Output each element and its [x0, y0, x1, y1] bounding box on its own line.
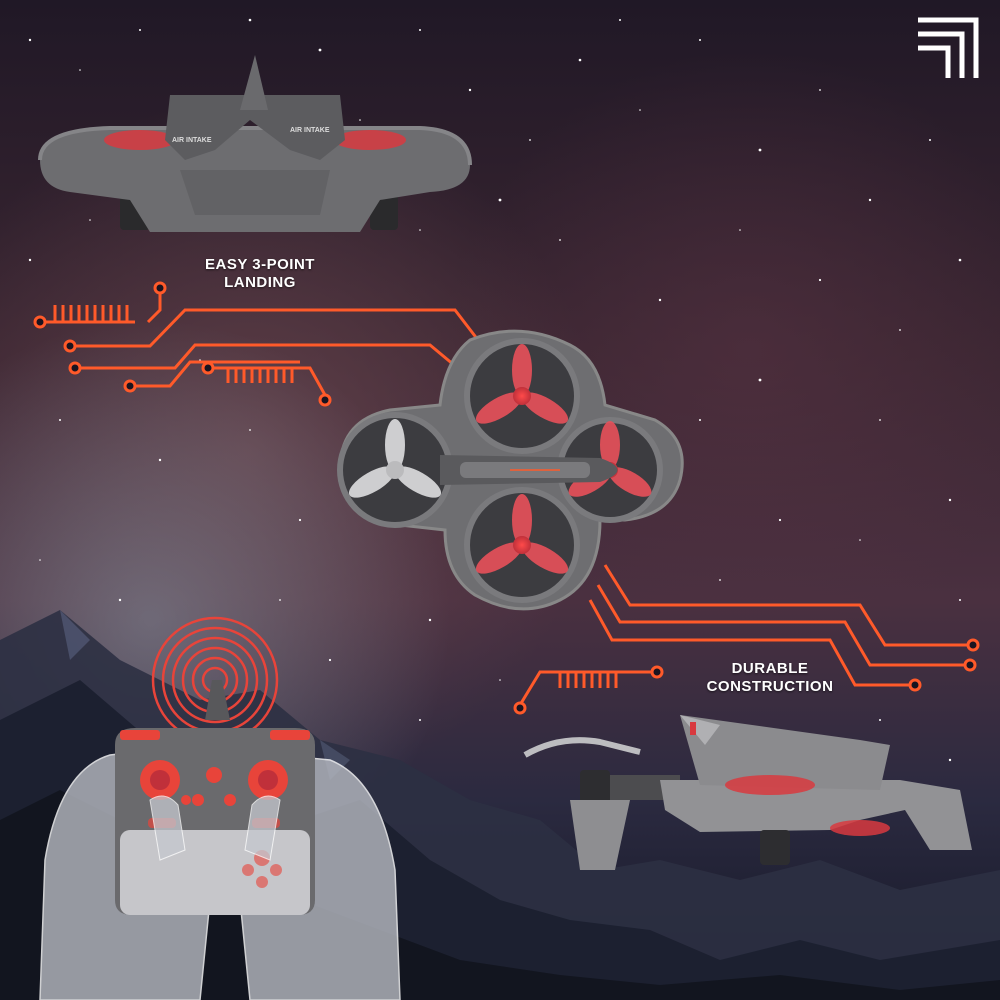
feature-caption-landing-line2: LANDING [224, 274, 296, 291]
circuit-lines-right [518, 564, 968, 706]
remote-controller-illustration [39, 616, 401, 1000]
air-intake-label-right: AIR INTAKE [290, 127, 330, 134]
drone-side-view-bottom [523, 715, 972, 870]
feature-caption-landing: EASY 3-POINT LANDING [180, 256, 340, 292]
feature-caption-landing-line1: EASY 3-POINT [205, 256, 315, 273]
circuit-comb-left [53, 305, 294, 383]
drone-side-view-top: AIR INTAKE AIR INTAKE [38, 55, 472, 232]
circuit-nodes-right [513, 638, 980, 715]
stars [28, 18, 962, 762]
circuit-comb-right [558, 672, 618, 688]
air-intake-label-left: AIR INTAKE [172, 137, 212, 144]
circuit-nodes-left [33, 281, 332, 407]
feature-caption-durable-line2: CONSTRUCTION [706, 678, 834, 695]
circuit-lines-left [40, 290, 480, 396]
feature-caption-durable-line1: DURABLE [731, 660, 809, 677]
drone-top-view-center [337, 329, 684, 611]
corner-bracket-logo-icon [918, 17, 979, 78]
feature-caption-durable: DURABLE CONSTRUCTION [680, 660, 860, 696]
